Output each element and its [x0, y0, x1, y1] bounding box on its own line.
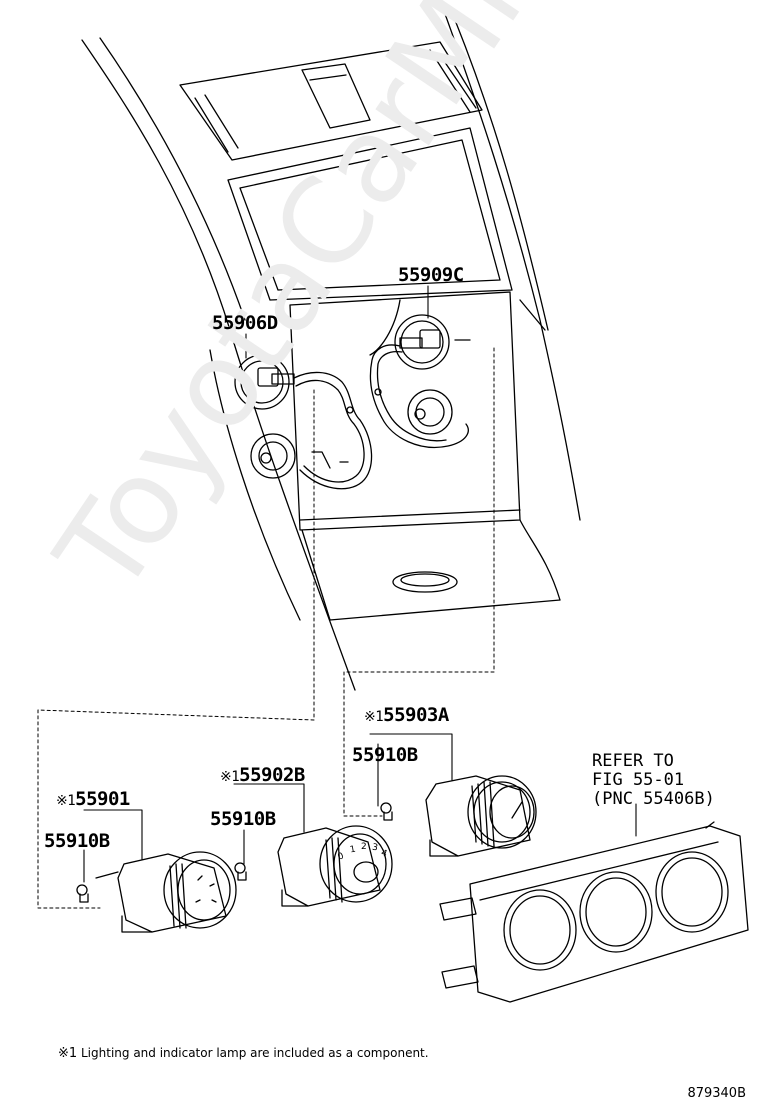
footnote-mark: ※1: [58, 1046, 78, 1061]
knob-dial-number-2: 2: [361, 842, 367, 852]
component-mark: ※1: [220, 769, 240, 785]
dashboard-outline: [81, 0, 581, 691]
footnote: ※1 Lighting and indicator lamp are inclu…: [58, 1046, 429, 1061]
refer-line-1: REFER TO: [592, 751, 674, 771]
component-mark: ※1: [56, 793, 76, 809]
label-leaders: [83, 285, 637, 883]
part-label-55909C: 55909C: [398, 264, 464, 286]
component-mark: ※1: [364, 709, 384, 725]
part-label-55910B-middle: 55910B: [210, 808, 276, 830]
control-panel-bezel: [439, 821, 749, 1003]
knob-55902B: [234, 825, 393, 907]
part-number: 55902B: [239, 764, 305, 786]
bulb-socket-right: [369, 314, 471, 448]
refer-line-3: (PNC 55406B): [592, 789, 715, 810]
figure-number: 879340B: [687, 1086, 746, 1101]
knob-55903A: [380, 775, 537, 857]
part-label-55910B-right: 55910B: [352, 744, 418, 766]
refer-line-2: FIG 55-01: [592, 770, 685, 791]
refer-to-note: REFER TO FIG 55-01 (PNC 55406B): [592, 751, 715, 810]
part-number: 55903A: [383, 704, 449, 726]
part-label-55902B: ※155902B: [220, 766, 305, 785]
knob-55901: [76, 851, 237, 933]
dashed-leaders: [37, 347, 495, 909]
bulb-socket-left: [234, 354, 373, 490]
part-label-55903A: ※155903A: [364, 706, 449, 725]
part-label-55910B-left: 55910B: [44, 830, 110, 852]
footnote-text: Lighting and indicator lamp are included…: [81, 1046, 429, 1060]
part-number: 55901: [75, 788, 130, 810]
part-label-55906D: 55906D: [212, 312, 278, 334]
part-label-55901: ※155901: [56, 790, 130, 809]
